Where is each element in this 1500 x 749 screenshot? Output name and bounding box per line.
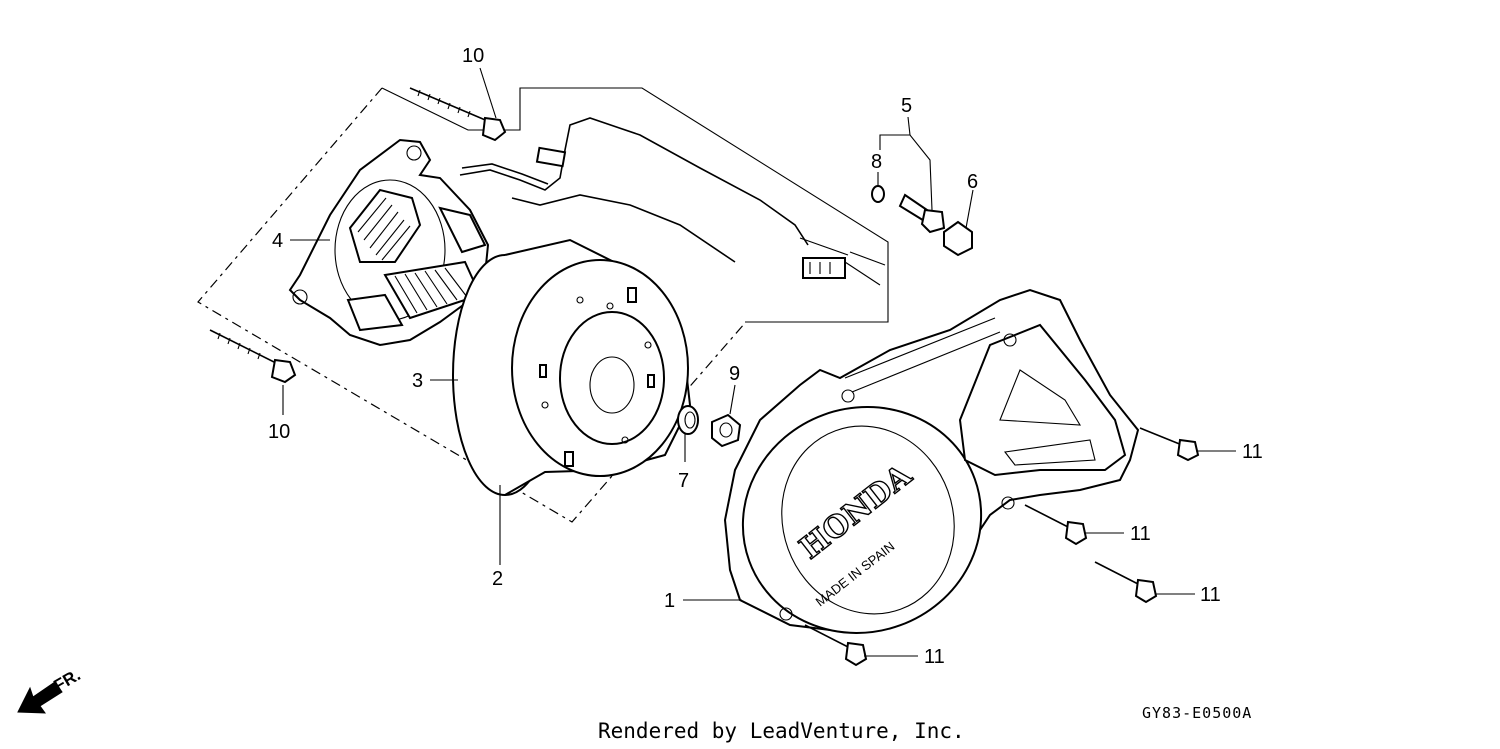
- callout-6: 6: [967, 171, 978, 193]
- leader-lines: [282, 67, 1236, 657]
- flywheel-rotor: [452, 238, 692, 496]
- callout-5: 5: [901, 95, 912, 117]
- callout-11-mid: 11: [1130, 523, 1151, 545]
- front-direction-arrow-icon: FR.: [17, 665, 84, 714]
- callout-10-lower: 10: [268, 421, 290, 443]
- callout-10-upper: 10: [462, 45, 484, 67]
- bolt-11-mid: [1024, 504, 1088, 546]
- callout-7: 7: [678, 470, 689, 492]
- callout-1: 1: [664, 590, 675, 612]
- diagram-code: GY83-E0500A: [1142, 704, 1252, 722]
- bolt-11-lower: [1094, 561, 1158, 604]
- callout-9: 9: [729, 363, 740, 385]
- screw-bolt: [898, 193, 946, 234]
- callout-3: 3: [412, 370, 423, 392]
- bolt-lower: [209, 329, 297, 384]
- callout-11-bottom: 11: [924, 646, 945, 668]
- o-ring: [871, 185, 885, 203]
- harness-connector: [802, 257, 846, 279]
- bolt-upper: [409, 87, 507, 142]
- cap: [943, 220, 973, 257]
- wire-harness: [459, 117, 886, 286]
- flange-nut: [711, 413, 742, 448]
- bolt-11-bottom: [804, 624, 868, 667]
- stator-assembly: [288, 138, 490, 347]
- callout-8: 8: [871, 151, 882, 173]
- harness-grommet: [535, 146, 567, 168]
- callout-11-lower: 11: [1200, 584, 1221, 606]
- left-crankcase-cover: HONDA MADE IN SPAIN: [723, 288, 1140, 634]
- flywheel-group-outline: [197, 87, 746, 523]
- callout-4: 4: [272, 230, 283, 252]
- stator-group-bracket: [381, 87, 889, 323]
- callout-2: 2: [492, 568, 503, 590]
- callout-11-top: 11: [1242, 441, 1263, 463]
- render-credit: Rendered by LeadVenture, Inc.: [598, 719, 965, 743]
- bolt-11-top: [1139, 427, 1200, 462]
